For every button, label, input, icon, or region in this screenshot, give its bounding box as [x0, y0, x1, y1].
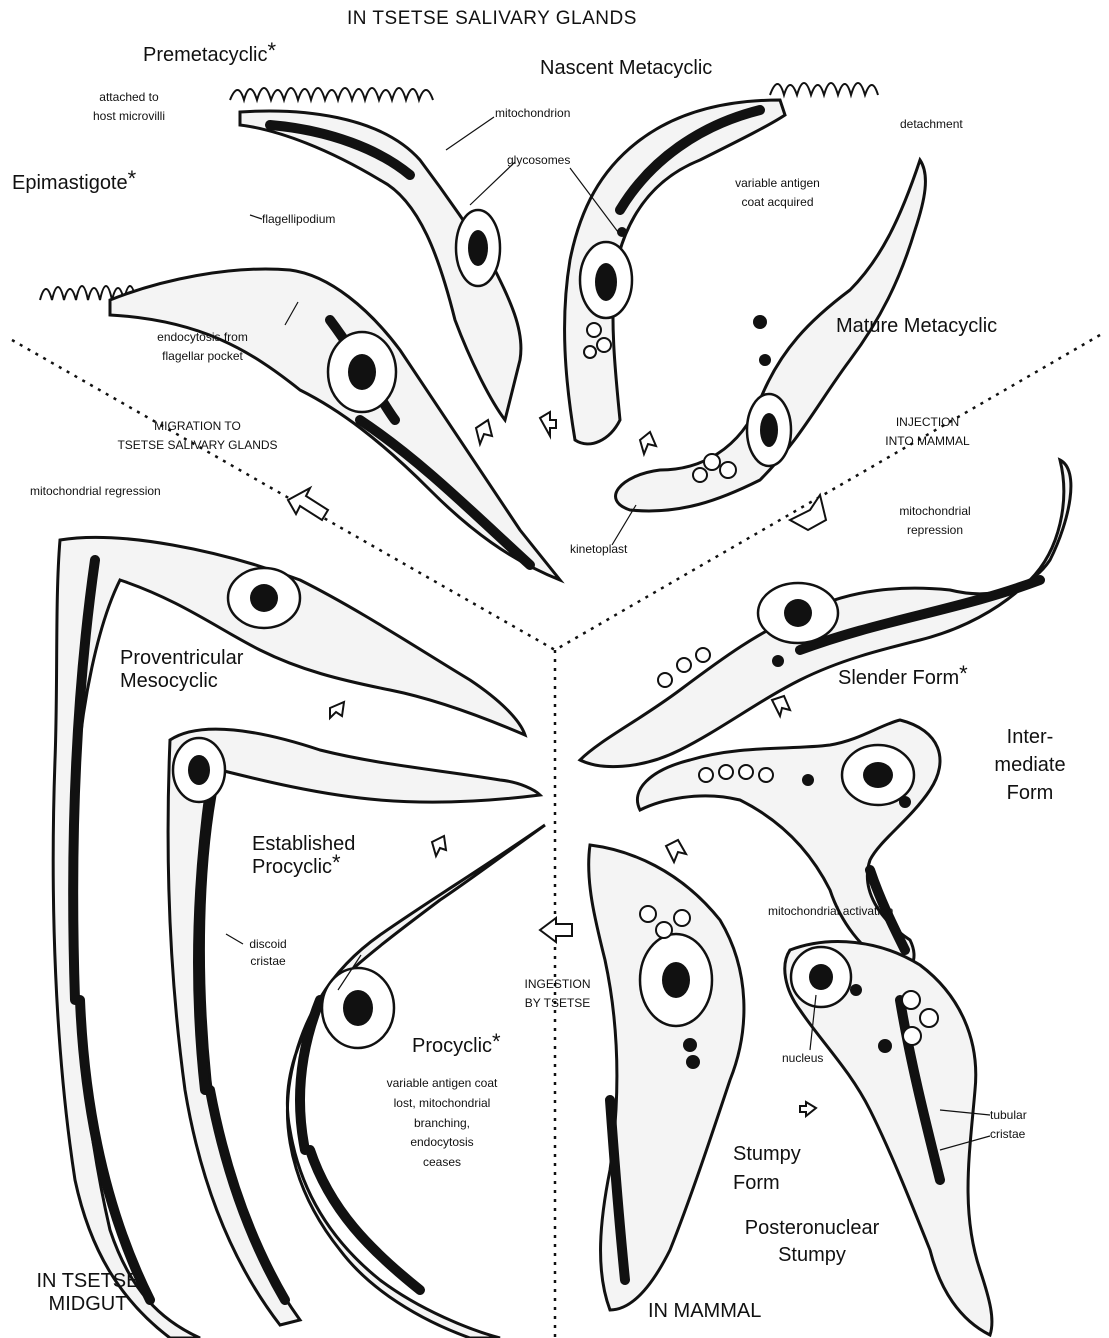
- note-line: flagellar pocket: [140, 347, 265, 366]
- arrow-epi-to-pre: [476, 420, 492, 444]
- arrow-procyclic-to-established: [432, 836, 446, 856]
- asterisk: *: [492, 1029, 501, 1054]
- arrow-slender-to-intermediate: [772, 696, 790, 716]
- note-line: INTO MAMMAL: [870, 432, 985, 451]
- stage-label-nascent-metacyclic: Nascent Metacyclic: [540, 57, 712, 80]
- microvilli-premetacyclic: [230, 88, 433, 100]
- note-mito-repression: mitochondrial repression: [885, 502, 985, 540]
- stage-label-line: Form: [985, 779, 1075, 807]
- note-line: MIGRATION TO: [90, 417, 305, 436]
- stage-label-line: Form: [733, 1169, 801, 1198]
- note-line: INGESTION: [510, 975, 605, 994]
- note-line: repression: [885, 521, 985, 540]
- stage-label-mature-metacyclic: Mature Metacyclic: [836, 315, 997, 338]
- note-line: ceases: [362, 1153, 522, 1173]
- stage-name: Premetacyclic: [143, 44, 267, 66]
- stage-label-premetacyclic: Premetacyclic*: [143, 44, 276, 69]
- note-tubular-cristae: tubular cristae: [990, 1106, 1027, 1144]
- stage-label-posteronuclear-stumpy: Posteronuclear Stumpy: [732, 1215, 892, 1269]
- note-procyclic-changes: variable antigen coat lost, mitochondria…: [362, 1074, 522, 1173]
- note-line: coat acquired: [725, 193, 830, 212]
- note-ingestion: INGESTION BY TSETSE: [510, 975, 605, 1013]
- region-label-midgut-line2: MIDGUT: [26, 1293, 150, 1316]
- note-line: cristae: [238, 953, 298, 970]
- stage-label-line: Proventricular: [120, 647, 243, 670]
- note-line: attached to: [74, 88, 184, 107]
- note-line: variable antigen coat: [362, 1074, 522, 1094]
- note-line: lost, mitochondrial: [362, 1094, 522, 1114]
- region-label-mammal: IN MAMMAL: [648, 1300, 761, 1323]
- stage-label-line: Inter-: [985, 723, 1075, 751]
- stage-name: Procyclic: [412, 1035, 492, 1057]
- arrow-intermediate-to-stumpy: [666, 840, 686, 862]
- stage-label-stumpy-form: Stumpy Form: [733, 1140, 801, 1198]
- stage-label-established-procyclic: Established Procyclic*: [252, 833, 355, 881]
- note-line: branching,: [362, 1114, 522, 1134]
- arrow-injection: [790, 495, 826, 530]
- arrow-pre-to-nascent: [540, 412, 556, 436]
- note-migration: MIGRATION TO TSETSE SALIVARY GLANDS: [90, 417, 305, 455]
- region-label-midgut: IN TSETSE MIDGUT: [26, 1270, 150, 1316]
- note-discoid-cristae: discoid cristae: [238, 936, 298, 970]
- note-mitochondrion: mitochondrion: [495, 107, 570, 121]
- stage-label-proventricular-mesocyclic: Proventricular Mesocyclic: [120, 647, 243, 693]
- note-kinetoplast: kinetoplast: [570, 543, 627, 557]
- stage-label-slender-form: Slender Form*: [838, 667, 968, 692]
- note-mito-regression: mitochondrial regression: [30, 485, 161, 499]
- note-detachment: detachment: [900, 118, 963, 132]
- asterisk: *: [332, 850, 341, 875]
- note-flagellipodium: flagellipodium: [262, 213, 335, 227]
- cell-stumpy-form: [589, 845, 744, 1310]
- note-line: cristae: [990, 1125, 1027, 1144]
- arrow-stumpy-to-posteronuclear: [800, 1102, 816, 1116]
- note-line: tubular: [990, 1106, 1027, 1125]
- note-line: discoid: [238, 936, 298, 953]
- note-mito-activation: mitochondrial activation: [768, 905, 893, 919]
- stage-label-epimastigote: Epimastigote*: [12, 172, 136, 197]
- arrow-nascent-to-mature: [640, 432, 656, 454]
- stage-label-line: Procyclic*: [252, 856, 355, 881]
- note-line: mitochondrial: [885, 502, 985, 521]
- note-line: variable antigen: [725, 174, 830, 193]
- stage-label-line: Stumpy: [733, 1140, 801, 1169]
- asterisk: *: [128, 166, 137, 191]
- stage-label-intermediate-form: Inter- mediate Form: [985, 723, 1075, 807]
- note-line: INJECTION: [870, 413, 985, 432]
- note-line: endocytosis: [362, 1133, 522, 1153]
- region-label-salivary: IN TSETSE SALIVARY GLANDS: [347, 8, 637, 30]
- stage-label-line: Posteronuclear: [732, 1215, 892, 1242]
- note-line: host microvilli: [74, 107, 184, 126]
- note-glycosomes: glycosomes: [507, 154, 570, 168]
- arrow-ingestion: [540, 918, 572, 942]
- note-attached: attached to host microvilli: [74, 88, 184, 126]
- asterisk: *: [959, 661, 968, 686]
- note-line: TSETSE SALIVARY GLANDS: [90, 436, 305, 455]
- asterisk: *: [267, 38, 276, 63]
- microvilli-nascent: [770, 83, 878, 95]
- arrow-proventricular-to-epimastigote: [288, 488, 328, 520]
- stage-label-procyclic: Procyclic*: [412, 1035, 501, 1060]
- stage-label-line: Mesocyclic: [120, 670, 243, 693]
- note-injection: INJECTION INTO MAMMAL: [870, 413, 985, 451]
- note-endocytosis: endocytosis from flagellar pocket: [140, 328, 265, 366]
- stage-label-line: mediate: [985, 751, 1075, 779]
- note-line: BY TSETSE: [510, 994, 605, 1013]
- region-label-midgut-line1: IN TSETSE: [26, 1270, 150, 1293]
- arrow-established-to-proventricular: [330, 702, 344, 718]
- note-line: endocytosis from: [140, 328, 265, 347]
- stage-name: Epimastigote: [12, 172, 128, 194]
- stage-name: Slender Form: [838, 667, 959, 689]
- note-antigen-acquired: variable antigen coat acquired: [725, 174, 830, 212]
- stage-name: Procyclic: [252, 856, 332, 878]
- stage-label-line: Stumpy: [732, 1242, 892, 1269]
- note-nucleus: nucleus: [782, 1052, 823, 1066]
